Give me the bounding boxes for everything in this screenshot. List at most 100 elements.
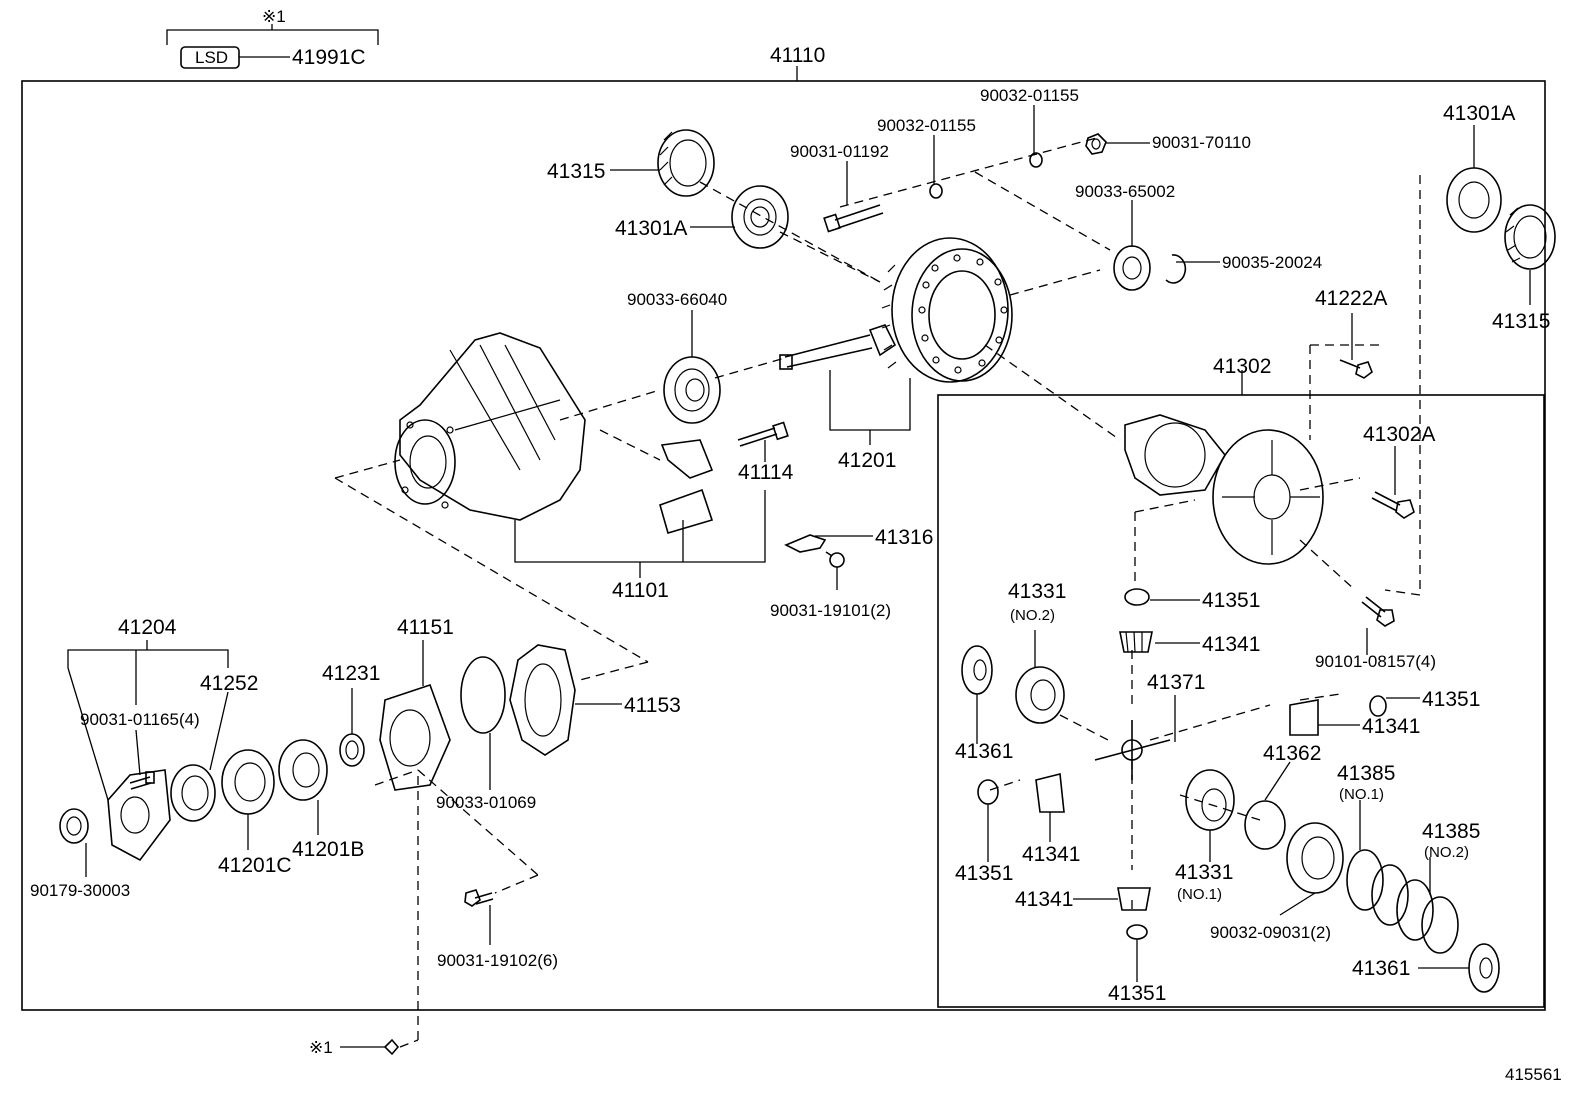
part-41252-oil-deflector xyxy=(170,764,216,822)
part-41351-thrust-washer-left xyxy=(977,779,999,805)
part-90032-01155-washer-b xyxy=(1029,152,1043,168)
part-41204-companion-flange xyxy=(107,769,171,862)
label-41341-top: 41341 xyxy=(1202,633,1260,656)
part-number-labels: 41991C 41110 41315 41301A 90031-01192 90… xyxy=(30,44,1562,1084)
part-41201C-oil-seal xyxy=(221,749,275,815)
label-41362: 41362 xyxy=(1263,742,1321,765)
label-41110: 41110 xyxy=(770,44,825,67)
svg-text:※1: ※1 xyxy=(309,1038,333,1057)
label-41252: 41252 xyxy=(200,672,258,695)
label-41153: 41153 xyxy=(624,694,681,717)
part-41316-bracket xyxy=(784,534,827,553)
part-41341-pinion-right xyxy=(1289,699,1319,736)
part-41302-differential-case xyxy=(1124,414,1324,565)
figure-id: 415561 xyxy=(1505,1065,1562,1084)
lsd-note-bracket: ※1 LSD xyxy=(166,7,379,69)
part-41351-thrust-washer-top xyxy=(1124,588,1150,606)
part-41362-spacer xyxy=(1244,800,1286,850)
part-41301A-bearing-left xyxy=(731,185,789,249)
label-41302A: 41302A xyxy=(1363,423,1435,446)
label-90031-01192: 90031-01192 xyxy=(790,142,889,161)
label-41201B: 41201B xyxy=(292,838,364,861)
part-90032-01155-washer-a xyxy=(929,183,943,199)
part-41151-front-cover xyxy=(379,683,451,791)
label-90032-01155-b: 90032-01155 xyxy=(980,86,1079,105)
label-41331-no2: 41331 xyxy=(1008,580,1066,603)
label-90033-65002: 90033-65002 xyxy=(1075,182,1175,201)
label-90031-01165: 90031-01165(4) xyxy=(80,710,200,729)
label-41301A-left: 41301A xyxy=(615,217,687,240)
part-41351-thrust-washer-right xyxy=(1369,695,1387,717)
part-41222A-bolt xyxy=(1339,359,1373,379)
part-90033-65002-bearing xyxy=(1113,245,1151,291)
note-symbol-top: ※1 xyxy=(262,7,286,26)
label-41385-no1: 41385 xyxy=(1337,762,1395,785)
part-41101-differential-carrier xyxy=(394,332,586,521)
label-41991C: 41991C xyxy=(292,46,366,69)
part-90032-09031-retainer xyxy=(1286,822,1344,894)
part-41361-washer-left xyxy=(961,645,993,695)
part-41341-pinion-top xyxy=(1119,631,1153,653)
label-90032-01155-a: 90032-01155 xyxy=(877,116,976,135)
label-90033-01069: 90033-01069 xyxy=(436,793,536,812)
label-90033-66040: 90033-66040 xyxy=(627,290,727,309)
part-41351-thrust-washer-bottom xyxy=(1126,924,1148,940)
part-90031-01165-bolt xyxy=(129,771,155,790)
part-41361-washer-right xyxy=(1468,943,1500,993)
part-90031-19101-bolt xyxy=(825,551,845,568)
part-41201B-bearing xyxy=(278,739,328,801)
label-41385-no1-sub: (NO.1) xyxy=(1339,786,1384,803)
part-90031-01192-bolt xyxy=(823,204,884,233)
label-41351-right: 41351 xyxy=(1422,688,1480,711)
leader-lines xyxy=(67,105,1531,982)
part-41315-bearing-race-top xyxy=(657,129,715,197)
part-41201-ring-gear-pinion xyxy=(779,237,1013,383)
part-41331-side-gear-no1 xyxy=(1185,769,1235,831)
label-41341-left: 41341 xyxy=(1022,843,1080,866)
part-41302A-bolt xyxy=(1371,491,1415,519)
part-41341-pinion-bottom xyxy=(1117,887,1151,911)
label-41361-right: 41361 xyxy=(1352,957,1410,980)
label-41385-no2-sub: (NO.2) xyxy=(1424,844,1469,861)
part-41301A-bearing-right xyxy=(1446,167,1502,233)
part-41153-gasket xyxy=(509,644,576,756)
label-90032-09031: 90032-09031(2) xyxy=(1210,923,1331,942)
label-41331-no2-sub: (NO.2) xyxy=(1010,607,1055,624)
label-41385-no2: 41385 xyxy=(1422,820,1480,843)
label-41341-right: 41341 xyxy=(1362,715,1420,738)
label-41315-right: 41315 xyxy=(1492,310,1550,333)
label-41231: 41231 xyxy=(322,662,380,685)
part-90101-08157-bolt xyxy=(1361,596,1395,627)
label-90031-19102: 90031-19102(6) xyxy=(437,951,558,970)
label-41361-left: 41361 xyxy=(955,740,1013,763)
part-41315-bearing-race-right xyxy=(1504,204,1556,270)
part-90033-66040-bearing xyxy=(663,356,721,424)
label-41114: 41114 xyxy=(738,461,794,484)
label-41341-bottom: 41341 xyxy=(1015,888,1073,911)
label-41331-no1: 41331 xyxy=(1175,861,1233,884)
part-90031-19102-bolt xyxy=(464,889,494,907)
label-90101-08157: 90101-08157(4) xyxy=(1315,652,1436,671)
label-41351-left: 41351 xyxy=(955,862,1013,885)
label-41351-bottom: 41351 xyxy=(1108,982,1166,1005)
assembly-frame-41110 xyxy=(21,80,1546,1011)
part-90031-70110-nut xyxy=(1085,133,1107,155)
label-41201C: 41201C xyxy=(218,854,292,877)
part-41101-bearing-caps xyxy=(659,439,714,534)
label-41351-top: 41351 xyxy=(1202,589,1260,612)
subassembly-frame-41302 xyxy=(937,394,1545,1008)
part-90033-01069-o-ring xyxy=(460,656,506,734)
label-41301A-right: 41301A xyxy=(1443,102,1515,125)
part-41385-clutch-plates xyxy=(1346,849,1459,954)
label-41315-top: 41315 xyxy=(547,160,605,183)
part-41114-bolt xyxy=(737,421,789,447)
label-41101: 41101 xyxy=(612,579,669,602)
note-marker-bottom: ※1 xyxy=(309,770,419,1057)
part-41331-side-gear-no2 xyxy=(1015,666,1065,724)
label-41151: 41151 xyxy=(397,616,454,639)
label-41371: 41371 xyxy=(1147,671,1205,694)
assembly-axis-lines xyxy=(334,136,1421,915)
part-90179-30003-nut xyxy=(59,808,89,844)
label-41204: 41204 xyxy=(118,616,177,639)
label-90031-19101: 90031-19101(2) xyxy=(770,601,891,620)
